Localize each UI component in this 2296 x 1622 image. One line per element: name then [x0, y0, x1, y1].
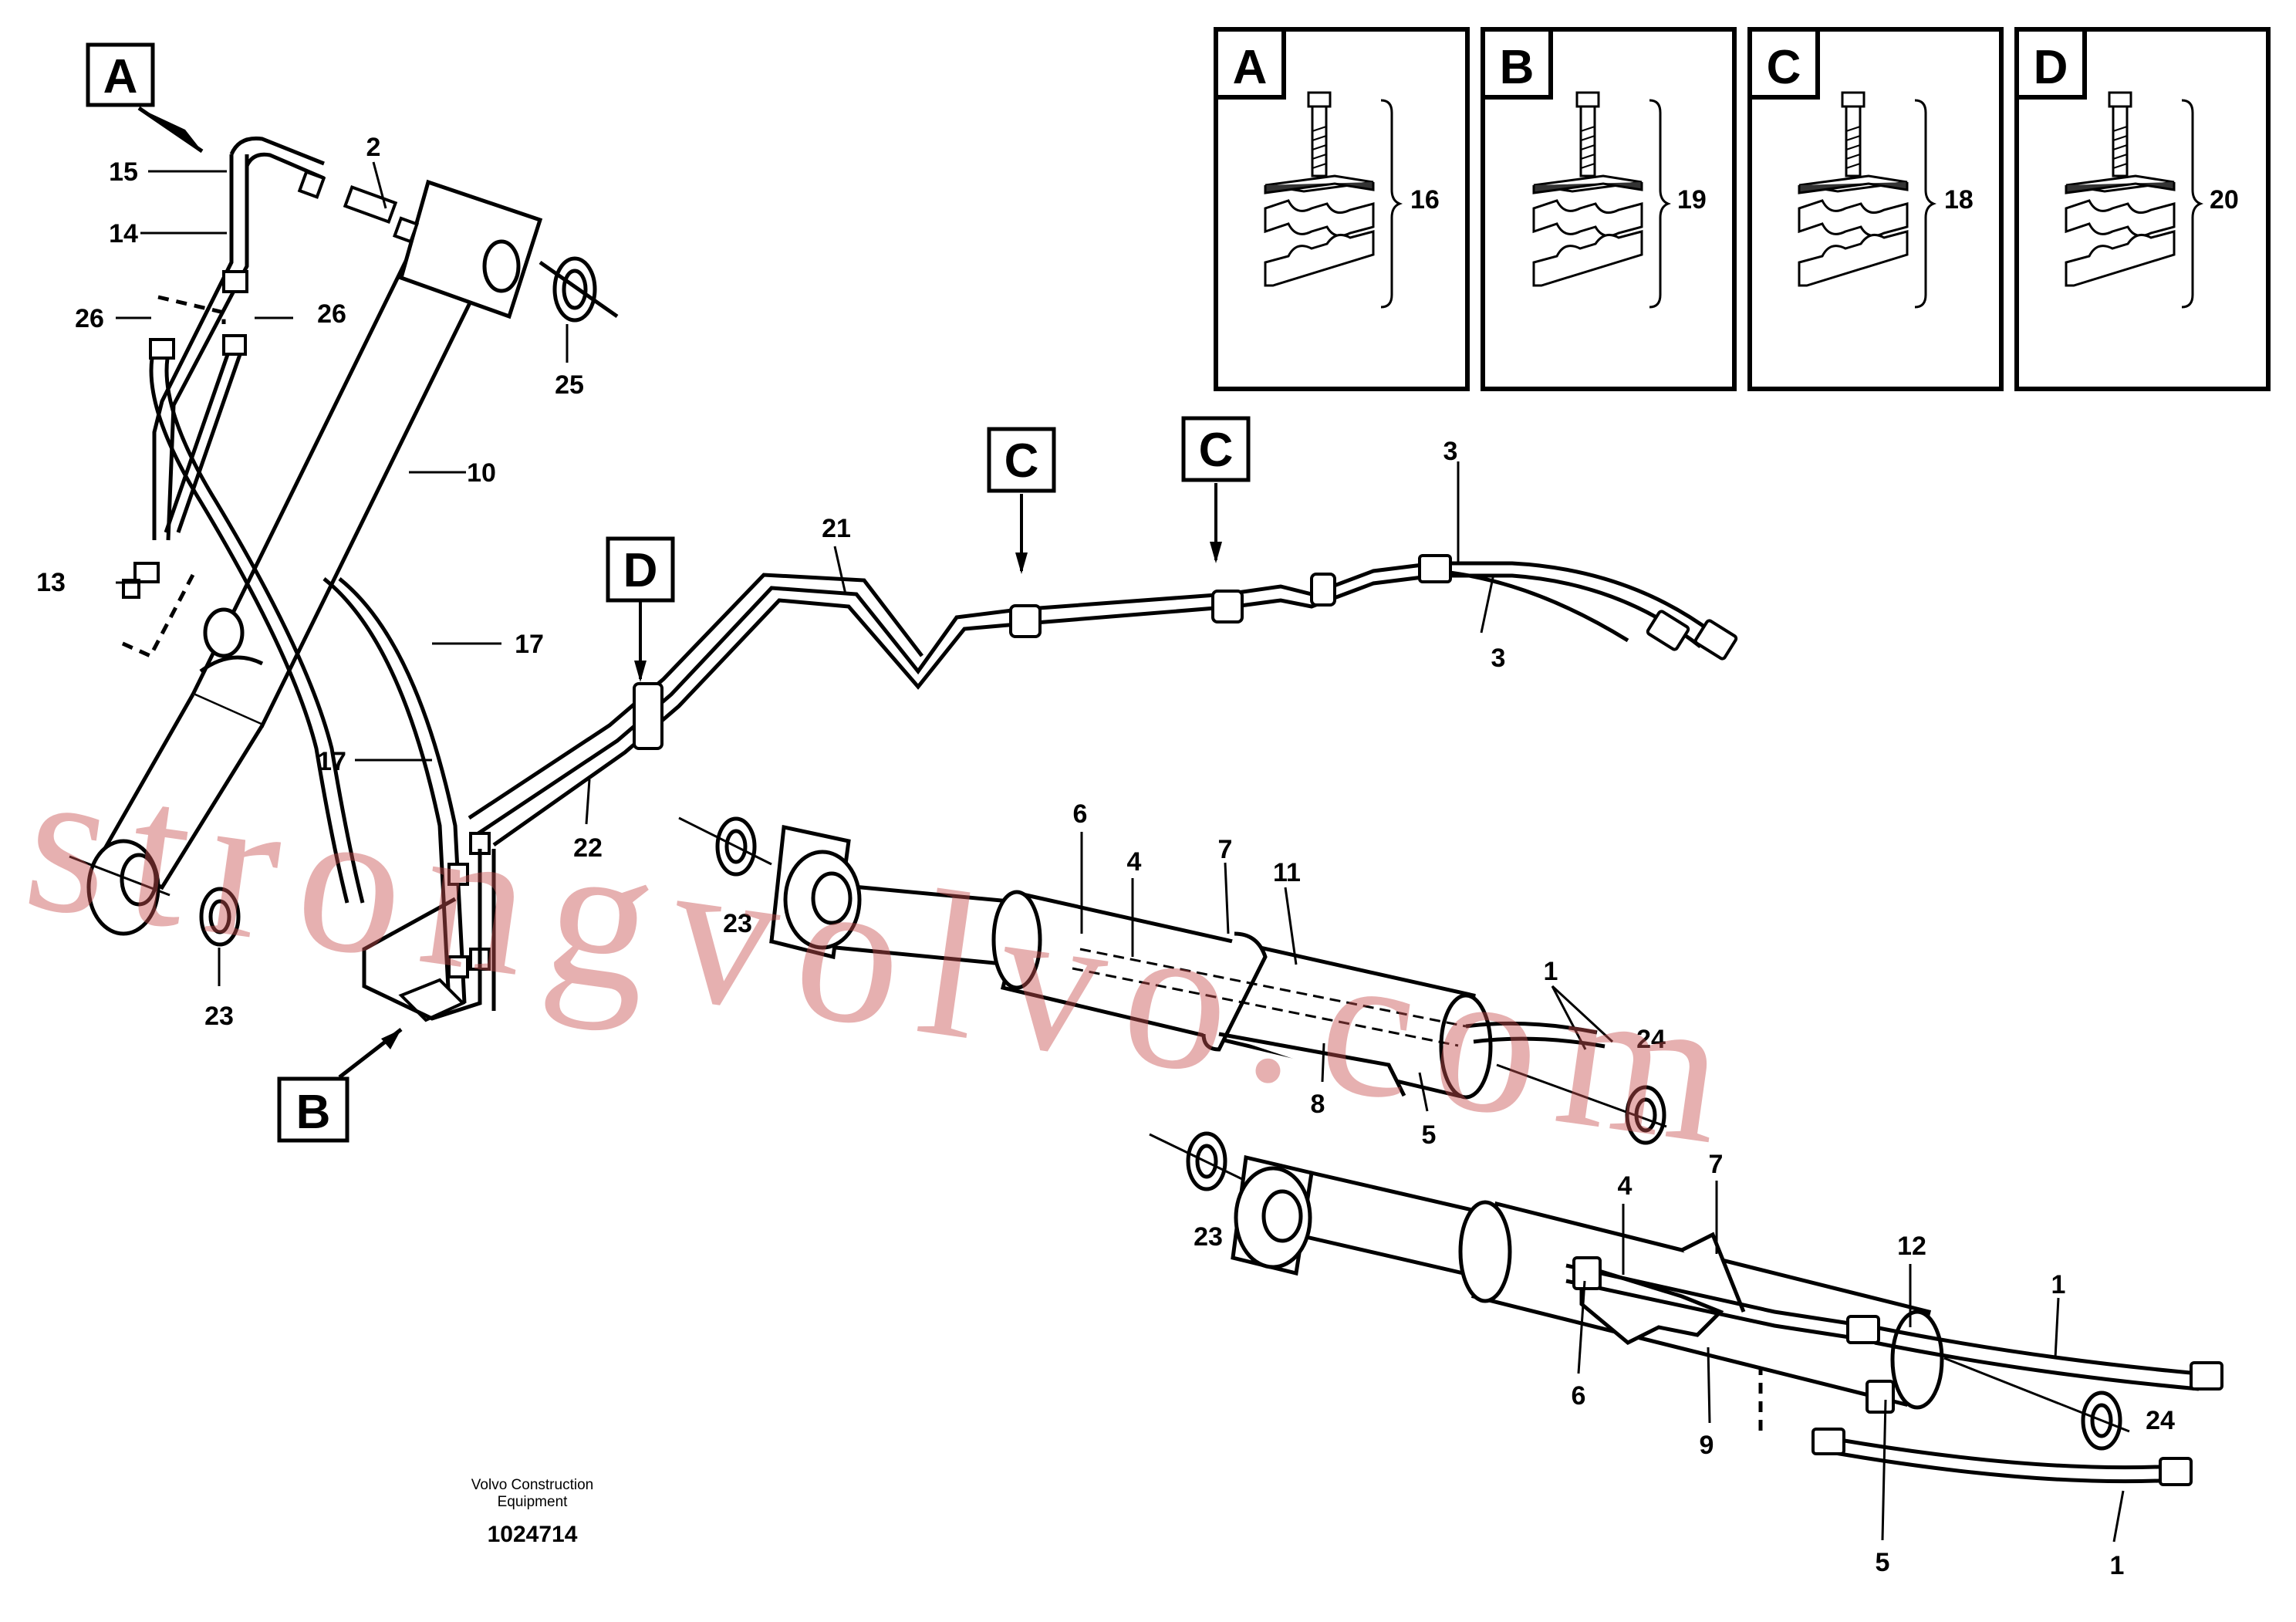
- callout-4: 4: [1618, 1171, 1633, 1201]
- callout-5: 5: [1422, 1120, 1437, 1150]
- hose-fittings-1: [1572, 1256, 2223, 1486]
- callout-26: 26: [75, 304, 104, 333]
- callout-26: 26: [317, 299, 346, 329]
- view-marker-letter: C: [1004, 434, 1039, 488]
- callout-23: 23: [1194, 1222, 1223, 1252]
- callout-9: 9: [1700, 1431, 1714, 1460]
- callout-23: 23: [204, 1002, 234, 1031]
- detail-box-b: B 19: [1481, 27, 1737, 391]
- callout-1: 1: [1544, 957, 1558, 986]
- callout-10: 10: [467, 458, 496, 488]
- detail-box-d: D 20: [2014, 27, 2271, 391]
- leader-lines: [116, 161, 2125, 1543]
- hoses-1-upper: [1465, 1021, 1606, 1049]
- view-marker-a: A: [86, 42, 204, 154]
- callout-24: 24: [2146, 1406, 2175, 1435]
- callout-23: 23: [723, 909, 752, 938]
- footer-company-line2: Equipment: [497, 1494, 568, 1510]
- fittings-upper: [122, 170, 420, 599]
- detail-box-letter: D: [2034, 41, 2068, 94]
- hydraulic-lines-upper: [149, 136, 467, 1004]
- callout-15: 15: [109, 157, 138, 187]
- view-marker-letter: B: [296, 1086, 331, 1139]
- callout-13: 13: [36, 568, 66, 597]
- callout-14: 14: [109, 219, 138, 248]
- callout-numbers: 15 14 2 26 26 25 10 13 17 17 22 21 3 3 2…: [36, 133, 2175, 1580]
- callout-18: 18: [1944, 185, 1974, 215]
- callout-24: 24: [1636, 1025, 1666, 1054]
- callout-19: 19: [1677, 185, 1707, 215]
- detail-box-letter: B: [1500, 41, 1535, 94]
- callout-20: 20: [2210, 185, 2239, 215]
- callout-22: 22: [573, 833, 603, 863]
- view-marker-b: B: [277, 1028, 403, 1143]
- callout-12: 12: [1897, 1232, 1926, 1261]
- detail-box-a: A 16: [1214, 27, 1470, 391]
- cylinder-seal-25: [539, 256, 619, 363]
- pipe-4-lower: [1565, 1263, 1876, 1343]
- callout-4: 4: [1127, 847, 1142, 877]
- seal-24b: [1943, 1357, 2130, 1451]
- callout-17: 17: [515, 630, 544, 659]
- boom-cylinder: [86, 179, 543, 936]
- callout-8: 8: [1311, 1090, 1325, 1119]
- callout-7: 7: [1709, 1150, 1724, 1179]
- callout-7: 7: [1218, 835, 1233, 864]
- callout-21: 21: [822, 514, 851, 543]
- pipe-clamps: [633, 573, 1336, 750]
- callout-25: 25: [555, 370, 584, 400]
- callout-3: 3: [1491, 644, 1506, 673]
- detail-box-letter: A: [1233, 41, 1268, 94]
- view-marker-d: D: [606, 536, 675, 682]
- callout-6: 6: [1073, 799, 1088, 829]
- cylinder-11: [769, 824, 1493, 1100]
- detail-box-letter: C: [1767, 41, 1801, 94]
- callout-1: 1: [2051, 1270, 2066, 1299]
- callout-1: 1: [2110, 1551, 2125, 1580]
- callout-16: 16: [1410, 185, 1440, 215]
- hydraulic-lines-lower-left: [362, 849, 496, 1021]
- callout-11: 11: [1273, 858, 1301, 887]
- view-marker-c2: C: [1181, 416, 1251, 563]
- callout-6: 6: [1572, 1381, 1586, 1411]
- cylinder-12: [1231, 1154, 1944, 1410]
- pipe-run-21-22: [468, 561, 1436, 847]
- seal-23c: [1149, 1131, 1243, 1191]
- seal-23b: [678, 816, 772, 877]
- footer-company-line1: Volvo Construction: [471, 1477, 594, 1493]
- hoses-1-lower: [1812, 1325, 2200, 1484]
- view-marker-letter: C: [1199, 424, 1234, 477]
- callout-2: 2: [366, 133, 381, 162]
- seal-24a: [1496, 1063, 1667, 1145]
- callout-5: 5: [1876, 1548, 1890, 1577]
- view-marker-letter: A: [103, 50, 138, 103]
- footer-caption: Volvo Construction Equipment 1024714: [432, 1477, 633, 1548]
- cylinder-seal-23a: [69, 855, 241, 986]
- view-marker-c1: C: [987, 427, 1056, 574]
- cylinder-11-internals: [1072, 948, 1467, 1047]
- view-marker-letter: D: [623, 544, 658, 597]
- footer-diagram-code: 1024714: [487, 1522, 578, 1547]
- detail-box-c: C 18: [1747, 27, 2004, 391]
- callout-3: 3: [1443, 437, 1458, 466]
- hose-fittings-3: [1418, 554, 1738, 661]
- dashed-connection-lines: [114, 295, 1763, 1435]
- callout-17: 17: [317, 747, 346, 776]
